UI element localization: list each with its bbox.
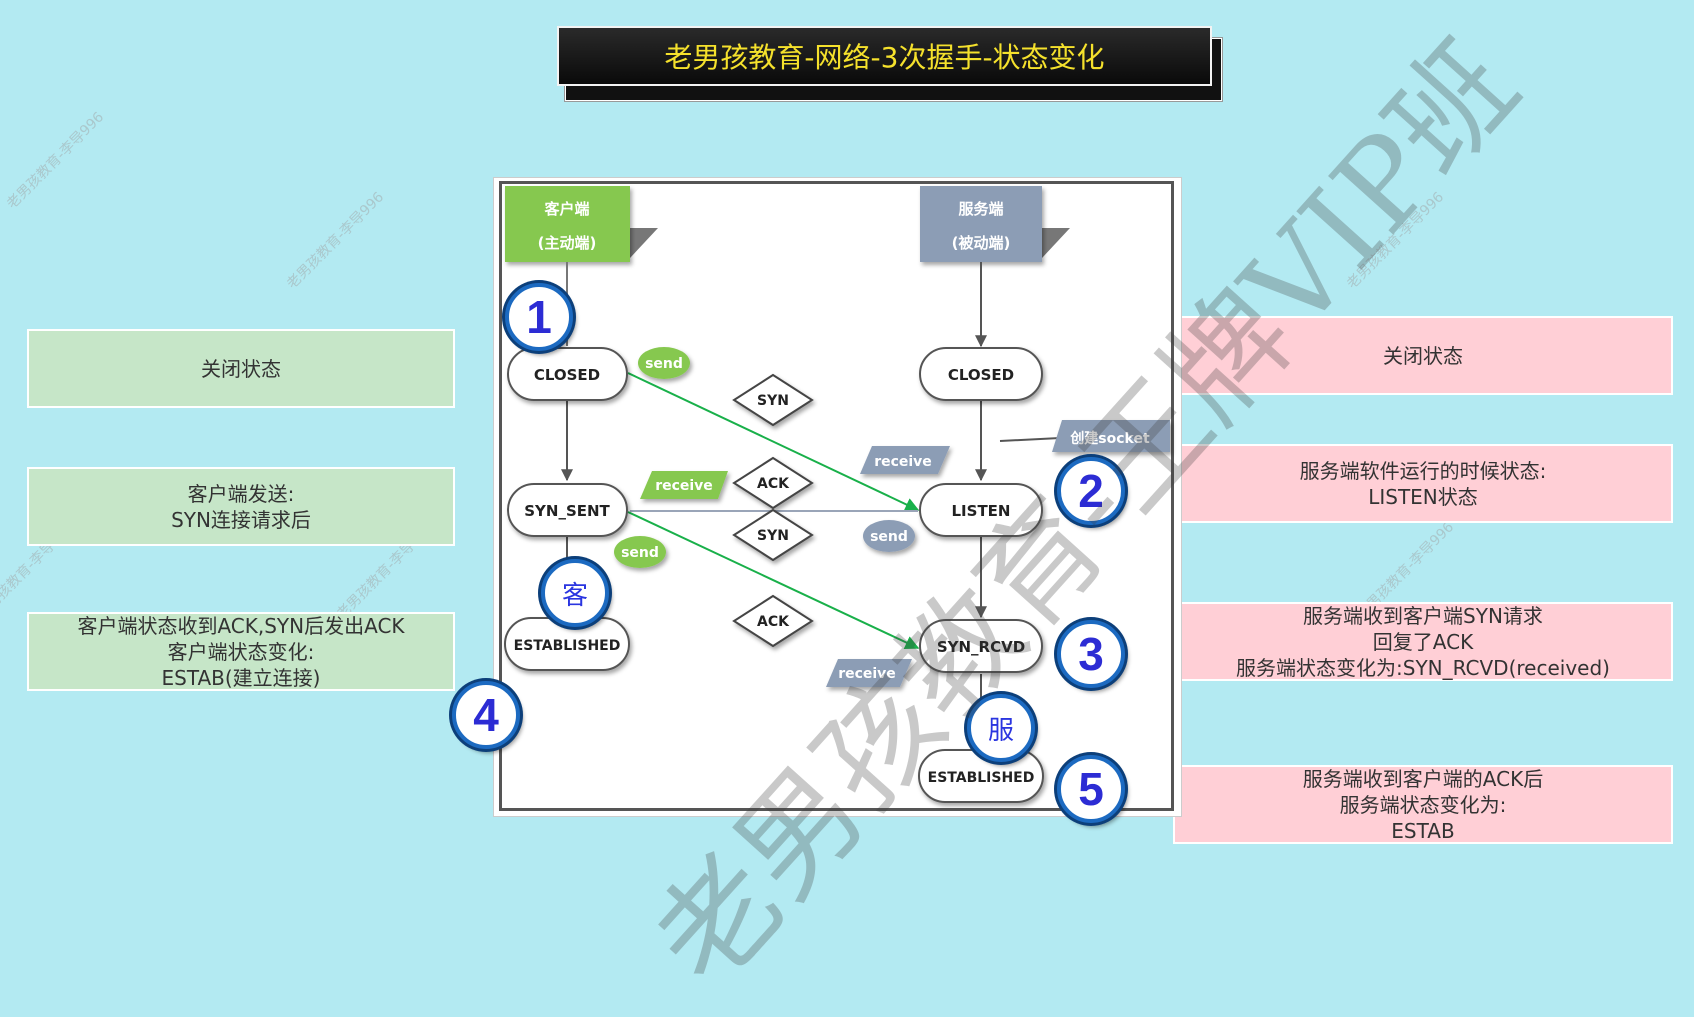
right-note-syn-rcvd: 服务端收到客户端SYN请求 回复了ACK 服务端状态变化为:SYN_RCVD(r… <box>1173 602 1673 681</box>
label-create-socket: 创建socket <box>1052 420 1170 452</box>
state-client-established: ESTABLISHED <box>504 617 630 671</box>
state-server-established: ESTABLISHED <box>918 749 1044 803</box>
state-client-closed: CLOSED <box>507 347 628 401</box>
client-header-line2: (主动端) <box>538 234 597 252</box>
step-badge-4: 4 <box>452 681 520 749</box>
left-note-closed: 关闭状态 <box>27 329 455 408</box>
note-text: 客户端状态收到ACK,SYN后发出ACK 客户端状态变化: ESTAB(建立连接… <box>77 613 405 690</box>
server-header-line2: (被动端) <box>952 234 1011 252</box>
send-label: send <box>870 529 908 545</box>
state-client-syn-sent: SYN_SENT <box>507 483 628 537</box>
state-label: CLOSED <box>948 366 1014 384</box>
client-role-badge: 客 <box>541 559 609 627</box>
create-socket-label: 创建socket <box>1069 430 1150 447</box>
label-send-client-1: send <box>638 347 690 379</box>
label-send-client-2: send <box>614 536 666 568</box>
note-text: 服务端收到客户端SYN请求 回复了ACK 服务端状态变化为:SYN_RCVD(r… <box>1236 603 1610 680</box>
client-header: 客户端 (主动端) <box>505 186 658 262</box>
packet-ack-2: ACK <box>732 594 814 648</box>
server-header-line1: 服务端 <box>958 200 1003 218</box>
send-label: send <box>621 545 659 561</box>
note-text: 服务端收到客户端的ACK后 服务端状态变化为: ESTAB <box>1302 766 1544 843</box>
state-label: SYN_SENT <box>524 502 610 520</box>
note-text: 关闭状态 <box>1383 343 1463 368</box>
server-header: 服务端 (被动端) <box>920 186 1070 262</box>
server-role-badge: 服 <box>967 694 1035 762</box>
right-note-listen: 服务端软件运行的时候状态: LISTEN状态 <box>1173 444 1673 523</box>
packet-label: ACK <box>757 476 790 492</box>
state-label: CLOSED <box>534 366 600 384</box>
packet-label: SYN <box>757 528 789 544</box>
state-label: LISTEN <box>952 502 1011 520</box>
receive-label: receive <box>838 666 896 682</box>
step-badge-3: 3 <box>1057 620 1125 688</box>
packet-ack-1: ACK <box>732 456 814 510</box>
state-label: SYN_RCVD <box>937 638 1025 656</box>
receive-label: receive <box>655 478 713 494</box>
note-text: 服务端软件运行的时候状态: LISTEN状态 <box>1299 458 1547 509</box>
left-note-syn-sent: 客户端发送: SYN连接请求后 <box>27 467 455 546</box>
left-note-established: 客户端状态收到ACK,SYN后发出ACK 客户端状态变化: ESTAB(建立连接… <box>27 612 455 691</box>
label-receive-server-1: receive <box>860 446 950 474</box>
note-text: 客户端发送: SYN连接请求后 <box>171 481 311 532</box>
step-badge-5: 5 <box>1057 755 1125 823</box>
packet-syn-1: SYN <box>732 373 814 427</box>
label-send-server: send <box>863 520 915 552</box>
state-label: ESTABLISHED <box>514 638 621 654</box>
step-badge-1: 1 <box>505 283 573 351</box>
right-note-established: 服务端收到客户端的ACK后 服务端状态变化为: ESTAB <box>1173 765 1673 844</box>
label-receive-server-2: receive <box>826 659 912 687</box>
diagram-frame <box>499 181 1174 811</box>
step-badge-2: 2 <box>1057 457 1125 525</box>
note-text: 关闭状态 <box>201 356 281 381</box>
handshake-diagram: 客户端 (主动端) 服务端 (被动端) CLOSED SYN_SENT ESTA… <box>504 186 1170 803</box>
state-server-closed: CLOSED <box>919 347 1043 401</box>
page-title: 老男孩教育-网络-3次握手-状态变化 <box>557 26 1212 86</box>
label-receive-client: receive <box>640 471 728 499</box>
state-label: ESTABLISHED <box>928 770 1035 786</box>
receive-label: receive <box>874 454 932 470</box>
client-header-line1: 客户端 <box>543 200 589 218</box>
state-server-listen: LISTEN <box>919 483 1043 537</box>
packet-label: SYN <box>757 393 789 409</box>
packet-syn-2: SYN <box>732 508 814 562</box>
right-note-closed: 关闭状态 <box>1173 316 1673 395</box>
state-server-syn-rcvd: SYN_RCVD <box>919 619 1043 673</box>
packet-label: ACK <box>757 614 790 630</box>
send-label: send <box>645 356 683 372</box>
